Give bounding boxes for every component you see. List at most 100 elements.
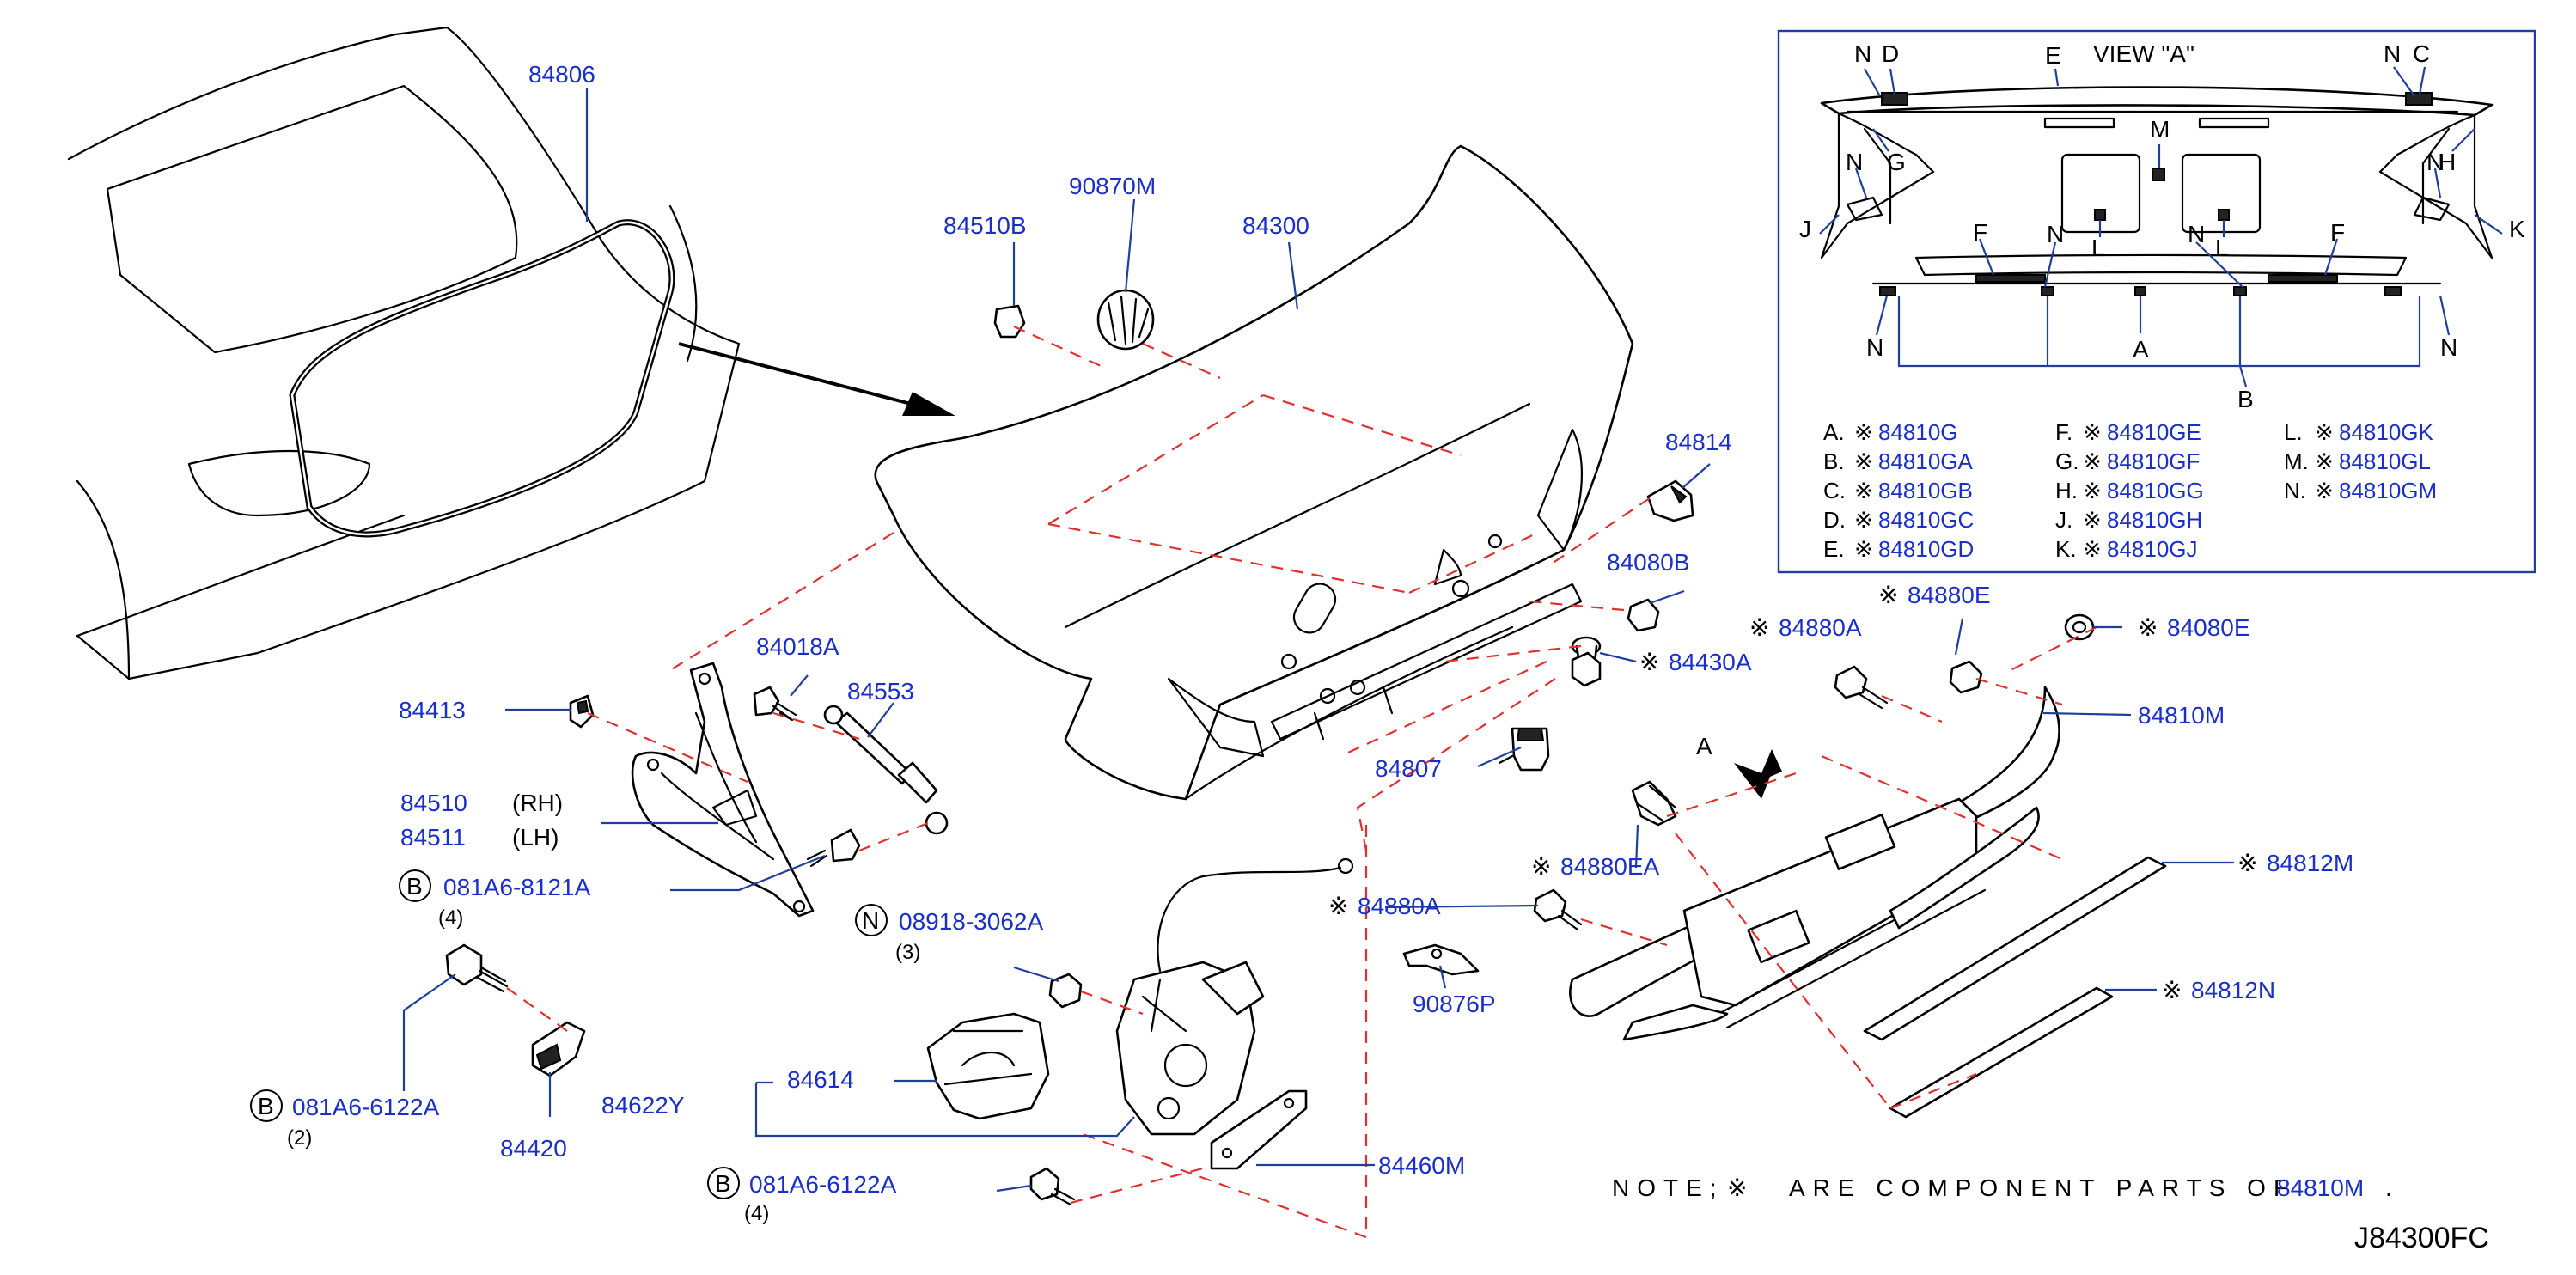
view-a-leaders [1819, 66, 2503, 387]
label-84807: 84807 [1375, 755, 1442, 782]
view-a-letter-n: N [2440, 334, 2457, 361]
legend-row: E. ※ 84810GD [1823, 536, 1974, 562]
view-a-arrow [1734, 749, 1782, 799]
legend-row: D. ※ 84810GC [1823, 507, 1974, 533]
svg-text:84810GB: 84810GB [1878, 478, 1973, 503]
circle-n-label: N [862, 907, 879, 934]
legend-row: J. ※ 84810GH [2055, 507, 2202, 533]
label-84553: 84553 [847, 678, 914, 705]
svg-text:※: ※ [1854, 536, 1873, 562]
svg-text:E.: E. [1823, 536, 1845, 562]
view-a-letter-g: G [1887, 149, 1906, 175]
label-84080b: 84080B [1607, 549, 1690, 576]
striker-84420 [531, 1021, 586, 1077]
view-a-letter-f: F [1973, 219, 1987, 246]
svg-text:K.: K. [2055, 536, 2077, 562]
svg-text:※: ※ [1854, 478, 1873, 503]
note-suffix: . [2385, 1174, 2400, 1201]
label-84622y: 84622Y [601, 1092, 685, 1119]
svg-text:※: ※ [2083, 448, 2102, 474]
label-84420: 84420 [500, 1135, 567, 1162]
component-mark: ※ [1328, 893, 1348, 919]
bracket-84460m [1210, 1089, 1308, 1170]
svg-text:※: ※ [1854, 419, 1873, 445]
nut-ref-n1: N 08918-3062A (3) [855, 904, 1043, 964]
label-081a6-8121a: 081A6-8121A [443, 874, 591, 900]
svg-text:A.: A. [1823, 419, 1845, 445]
svg-text:H.: H. [2055, 478, 2078, 503]
legend-row: M. ※ 84810GL [2284, 448, 2431, 474]
latch-84622y [1115, 857, 1354, 1136]
svg-text:B.: B. [1823, 448, 1845, 474]
assembly-arrow [678, 342, 955, 416]
view-a-letters: N D E N C G H M N N J K L L F F N N N N … [1799, 40, 2525, 412]
nut-84080b [1627, 598, 1660, 632]
view-a-letter-m: M [2150, 116, 2170, 143]
label-84018a: 84018A [756, 633, 839, 660]
label-84812n: 84812N [2191, 977, 2275, 1004]
view-a-letter-n: N [2188, 221, 2205, 247]
bolt-ref-b2: B 081A6-6122A (2) [250, 1089, 440, 1150]
label-84880a-upper: 84880A [1779, 614, 1862, 641]
legend-row: C. ※ 84810GB [1823, 478, 1973, 503]
view-a-letter-b: B [2237, 386, 2254, 412]
svg-text:84810GA: 84810GA [1878, 448, 1974, 474]
bumper-84510b [993, 304, 1026, 339]
bolt-84018a [753, 686, 797, 722]
view-a-letter-n: N [2384, 40, 2401, 67]
cover-84614 [926, 1012, 1050, 1120]
label-84810m: 84810M [2138, 702, 2225, 729]
view-a-letter-n: N [2047, 221, 2064, 247]
component-mark: ※ [1749, 614, 1769, 641]
moulding-84812n [1889, 986, 2114, 1119]
legend-row: N. ※ 84810GM [2284, 478, 2437, 503]
label-84080e: 84080E [2167, 614, 2250, 641]
svg-text:※: ※ [2083, 507, 2102, 533]
component-mark: ※ [2162, 977, 2182, 1004]
grommet-90870m [1096, 289, 1155, 351]
circle-b-label-2: B [258, 1093, 274, 1119]
label-84880a-lower: 84880A [1358, 893, 1441, 919]
svg-text:84810GG: 84810GG [2107, 478, 2204, 503]
arrow-a-label: A [1696, 733, 1712, 760]
view-a-letter-n: N [1866, 334, 1883, 361]
label-84300: 84300 [1242, 212, 1309, 239]
component-note: NOTE; ※ ARE COMPONENT PARTS OF 84810M . [1612, 1174, 2400, 1201]
label-84614: 84614 [787, 1066, 854, 1093]
label-08918-3062a: 08918-3062A [899, 908, 1043, 935]
label-84812m: 84812M [2267, 850, 2353, 876]
view-a-letter-l: L [2091, 235, 2105, 261]
component-mark: ※ [2138, 614, 2158, 641]
view-a-letter-d: D [1882, 40, 1899, 67]
view-a-letter-a: A [2133, 336, 2149, 363]
svg-text:M.: M. [2284, 448, 2309, 474]
view-a-letter-n: N [1846, 149, 1863, 175]
component-mark: ※ [1878, 582, 1898, 608]
view-a-letter-n: N [1854, 40, 1871, 67]
svg-text:※: ※ [2083, 478, 2102, 503]
diagram-code: J84300FC [2354, 1222, 2489, 1254]
svg-text:※: ※ [2315, 448, 2334, 474]
label-90876p: 90876P [1413, 991, 1496, 1017]
view-a-title: VIEW "A" [2093, 40, 2194, 67]
legend-row: K. ※ 84810GJ [2055, 536, 2198, 562]
moulding-84812m [1863, 856, 2167, 1041]
clip-84880ea [1631, 780, 1677, 827]
label-84511-side: (LH) [512, 824, 559, 851]
view-a-letter-j: J [1799, 216, 1811, 242]
svg-text:F.: F. [2055, 419, 2072, 445]
bumper-84413 [569, 694, 595, 729]
trunk-hinge-84510 [631, 662, 815, 918]
svg-text:84810GF: 84810GF [2107, 448, 2200, 474]
qty-08918-3062a: (3) [895, 941, 920, 964]
note-mark: ※ [1727, 1174, 1755, 1201]
qty-081a6-6122a-left: (2) [287, 1126, 312, 1150]
bolt-ref-b1: B 081A6-8121A (4) [399, 869, 591, 930]
circle-b-label-3: B [715, 1170, 731, 1197]
label-84511: 84511 [400, 824, 466, 851]
circle-b-label: B [406, 873, 423, 900]
clip-84880e [1571, 651, 1602, 687]
svg-text:G.: G. [2055, 448, 2079, 474]
svg-text:D.: D. [1823, 507, 1846, 533]
